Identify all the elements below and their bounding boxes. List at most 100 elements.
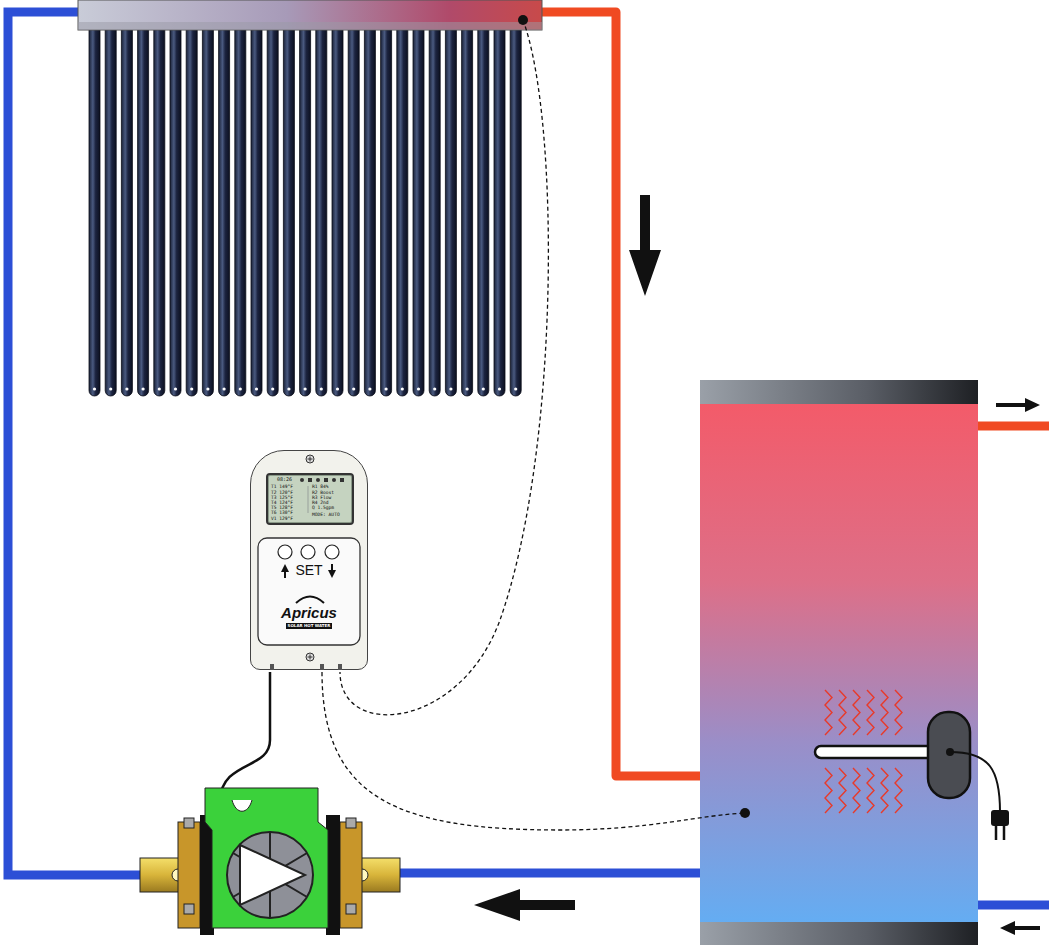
display-reading: 08:26	[277, 477, 292, 483]
tube-tip	[320, 387, 323, 390]
heat-wave	[853, 690, 860, 735]
vacuum-tube	[478, 24, 489, 396]
heat-wave	[839, 690, 846, 735]
heating-rod	[815, 746, 937, 758]
header-shadow	[78, 22, 542, 30]
tube-tip	[271, 387, 274, 390]
vacuum-tube	[494, 24, 505, 396]
hot-outlet	[976, 422, 1049, 431]
tube-tip	[125, 387, 128, 390]
tank-cap	[700, 380, 978, 404]
flow-arrow	[474, 889, 575, 921]
display-reading: R2 Boost	[312, 490, 334, 495]
tube-tip	[368, 387, 371, 390]
display-reading: V1 129°F	[271, 516, 293, 521]
vacuum-tube	[154, 24, 165, 396]
vacuum-tube	[364, 24, 375, 396]
cold-inlet	[976, 901, 1049, 910]
hot-pipe	[540, 12, 702, 776]
vacuum-tube	[397, 24, 408, 396]
heat-wave	[825, 690, 832, 735]
sensor-wire	[322, 672, 745, 830]
tube-tip	[514, 387, 517, 390]
vacuum-tube	[138, 24, 149, 396]
logo-arc	[296, 596, 324, 603]
display-reading: Q 1.5gpm	[312, 505, 334, 510]
tube-tip	[385, 387, 388, 390]
tube-tip	[239, 387, 242, 390]
down-arrow	[328, 564, 336, 578]
button-label: SET	[295, 563, 322, 578]
tube-tip	[304, 387, 307, 390]
sensor-wire	[340, 20, 548, 715]
sensor-probe	[740, 808, 750, 818]
vacuum-tube	[332, 24, 343, 396]
display-reading: T6 130°F	[271, 510, 293, 515]
tube-tip	[449, 387, 452, 390]
vacuum-tube	[300, 24, 311, 396]
button-panel	[258, 538, 360, 645]
display-reading: R1 84%	[312, 484, 329, 489]
heat-wave	[867, 690, 874, 735]
vacuum-tube	[316, 24, 327, 396]
screw-slot	[307, 654, 312, 659]
heat-wave	[867, 768, 874, 813]
vacuum-tube	[121, 24, 132, 396]
tube-tip	[158, 387, 161, 390]
status-icon	[308, 478, 312, 482]
vacuum-tube	[89, 24, 100, 396]
tank-cap	[700, 922, 978, 945]
heat-wave	[839, 768, 846, 813]
storage-tank	[700, 395, 978, 930]
heat-wave	[895, 768, 902, 813]
brand-tagline: SOLAR HOT WATER	[286, 623, 333, 628]
tube-tip	[352, 387, 355, 390]
controller-box: 08:26T1 149°FT2 120°FT3 125°FT4 124°FT5 …	[250, 450, 368, 670]
display-screen: 08:26T1 149°FT2 120°FT3 125°FT4 124°FT5 …	[266, 473, 354, 525]
cold-pipe	[400, 869, 702, 878]
tube-tip	[498, 387, 501, 390]
push-button	[301, 545, 315, 559]
vacuum-tube	[105, 24, 116, 396]
push-button	[325, 545, 339, 559]
status-icon	[340, 478, 344, 482]
display-divider	[308, 486, 309, 513]
circulator-pump	[140, 788, 400, 935]
tube-tip	[482, 387, 485, 390]
display-reading: T4 124°F	[271, 500, 293, 505]
tube-tip	[223, 387, 226, 390]
flow-arrow	[1000, 921, 1040, 935]
vacuum-tube	[348, 24, 359, 396]
tube-tip	[466, 387, 469, 390]
cable-gland	[320, 664, 324, 670]
power-cord	[950, 752, 1000, 812]
status-icon	[316, 478, 320, 482]
tube-tip	[206, 387, 209, 390]
display-reading: T3 125°F	[271, 495, 293, 500]
vacuum-tube	[186, 24, 197, 396]
display-reading: R4 2nd	[312, 500, 329, 505]
tube-tip	[174, 387, 177, 390]
flow-arrow	[629, 195, 661, 296]
vacuum-tube	[251, 24, 262, 396]
collector-header	[78, 0, 542, 30]
cold-pipe	[8, 12, 150, 875]
screw	[306, 455, 314, 463]
display-reading: T5 128°F	[271, 505, 293, 510]
cable-gland	[270, 664, 274, 670]
display-reading: R3 Flow	[312, 495, 331, 500]
heat-wave	[825, 768, 832, 813]
heat-wave	[853, 768, 860, 813]
status-icon	[332, 478, 336, 482]
tube-tip	[433, 387, 436, 390]
tube-tip	[417, 387, 420, 390]
display-reading: T2 120°F	[271, 490, 293, 495]
vacuum-tube	[170, 24, 181, 396]
tube-tip	[255, 387, 258, 390]
vacuum-tube	[429, 24, 440, 396]
tube-tip	[109, 387, 112, 390]
vacuum-tube	[445, 24, 456, 396]
brand-logo: Apricus	[281, 605, 337, 622]
vacuum-tube	[267, 24, 278, 396]
